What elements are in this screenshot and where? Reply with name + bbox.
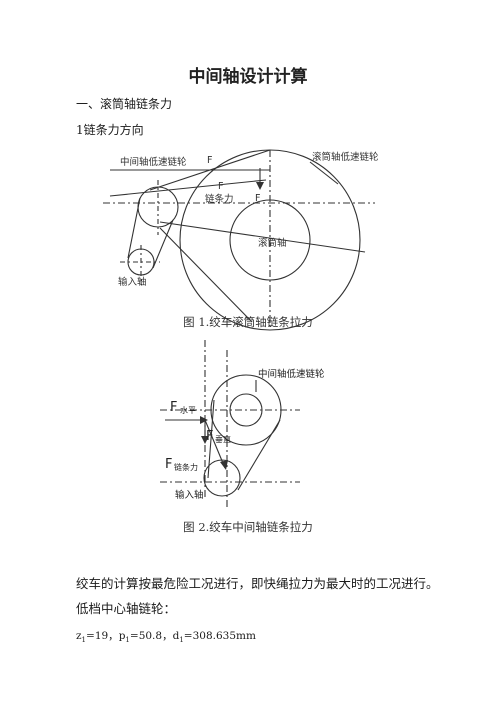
document-title: 中间轴设计计算 (188, 67, 308, 87)
label-F-vertical-main: F (206, 429, 213, 444)
subsection-heading: 1链条力方向 (76, 123, 144, 137)
label-drum-sprocket: 滚筒轴低速链轮 (312, 151, 379, 163)
label-input-shaft-fig1: 输入轴 (118, 276, 147, 288)
figure-1 (103, 149, 375, 331)
chain-input-left (127, 197, 141, 259)
formula-z-sub: 1 (81, 636, 87, 645)
horizontal-force-arrowhead (200, 416, 208, 424)
paragraph: 绞车的计算按最危险工况进行，即快绳拉力为最大时的工况进行。 (76, 576, 439, 591)
label-F-horizontal-main: F (170, 400, 177, 415)
formula-d-sub: 1 (179, 636, 184, 645)
label-input-shaft-fig2: 输入轴 (175, 489, 204, 501)
label-force-F-mid: F (218, 181, 223, 192)
label-F-chain-main: F (165, 457, 172, 472)
label-intermediate-sprocket: 中间轴低速链轮 (120, 156, 187, 168)
formula-z-symbol: z (76, 630, 82, 642)
chain-line-left-fig2 (207, 399, 215, 479)
chain-force-line-fig2 (204, 419, 226, 469)
figure-1-labels: 中间轴低速链轮 滚筒轴低速链轮 F F 链条力 F 滚筒轴 输入轴 (118, 151, 379, 288)
label-F-chain-sub: 链条力 (174, 462, 198, 472)
formula-d-symbol: d (172, 630, 180, 642)
formula-p-sub: 1 (125, 636, 130, 645)
label-force-F-right: F (255, 193, 260, 204)
label-F-vertical-sub: 垂直 (215, 434, 231, 444)
formula-p-symbol: p (118, 630, 126, 642)
chain-line-bottom (159, 227, 253, 323)
label-sprocket-fig2: 中间轴低速链轮 (258, 368, 325, 380)
label-force-F-top: F (207, 155, 212, 166)
drum-label-leader (309, 161, 339, 185)
vertical-force-arrowhead (201, 436, 209, 444)
force-diagonal (159, 221, 366, 253)
label-drum-shaft: 滚筒轴 (258, 237, 287, 249)
formula-p-value: =50.8， (129, 630, 173, 642)
subheading-low-gear: 低档中心轴链轮： (76, 601, 177, 616)
label-F-horizontal-sub: 水平 (180, 405, 196, 415)
chain-input-right (152, 219, 174, 269)
figure-2 (160, 340, 300, 510)
formula-line: z1=19，p1=50.8，d1=308.635mm (76, 628, 256, 644)
chain-force-line (109, 179, 267, 197)
formula-z-value: =19， (86, 630, 119, 642)
label-chain-force: 链条力 (205, 193, 234, 205)
force-arrow-head (256, 182, 264, 190)
figure-2-caption: 图 2.绞车中间轴链条拉力 (183, 520, 313, 534)
chain-force-arrowhead (220, 460, 228, 470)
formula-d-value: =308.635mm (183, 630, 256, 642)
chain-line-right-fig2 (237, 419, 281, 491)
section-heading: 一、滚筒轴链条力 (76, 97, 173, 111)
figure-2-labels: 中间轴低速链轮 F 水平 F 垂直 F 链条力 输入轴 (165, 368, 325, 501)
figure-1-caption: 图 1.绞车滚筒轴链条拉力 (183, 315, 313, 329)
